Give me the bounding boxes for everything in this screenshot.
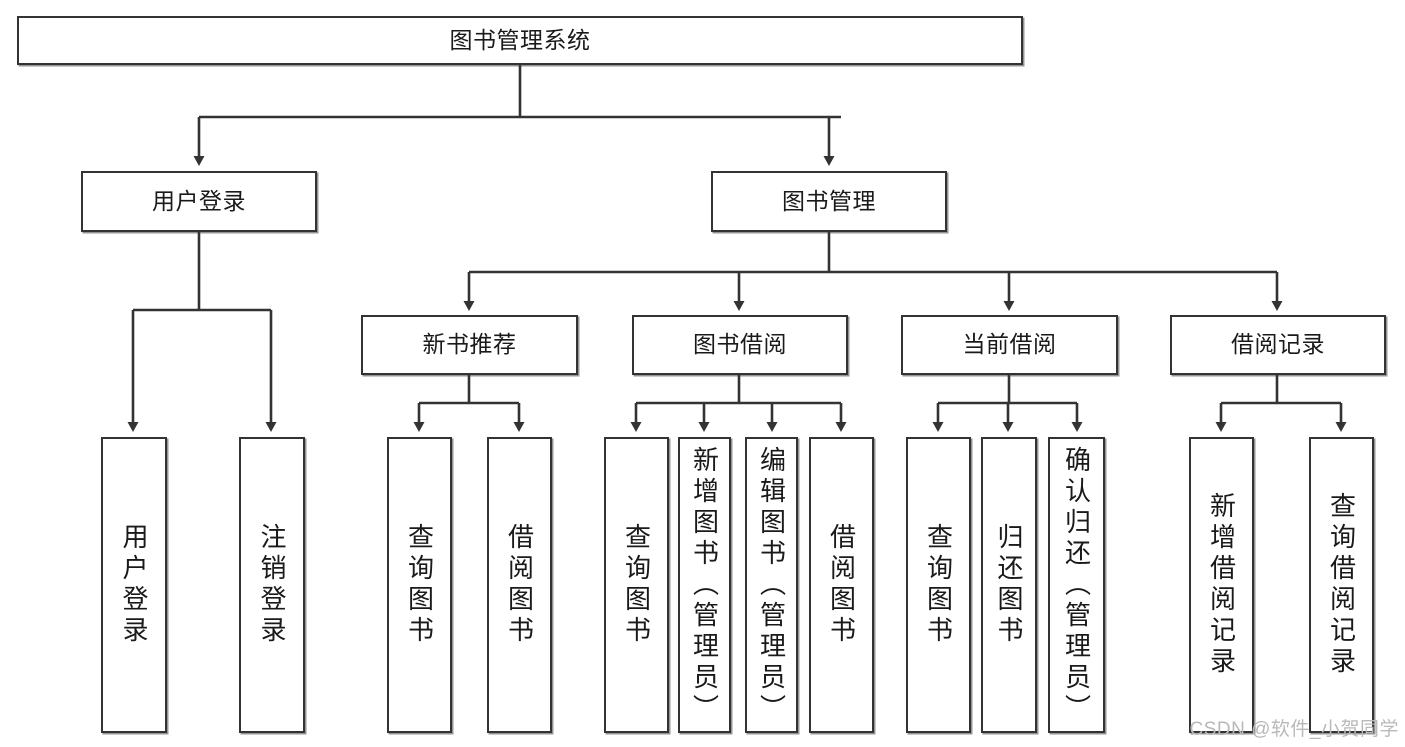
leaf-return-book[interactable]: 归还图书 (981, 437, 1037, 733)
node-label: 归还图书 (994, 523, 1024, 647)
csdn-watermark: CSDN @软件_小贺同学 (1189, 719, 1399, 740)
node-label: 借阅图书 (504, 523, 535, 647)
node-label: 查询图书 (923, 523, 954, 647)
node-borrow-record[interactable]: 借阅记录 (1170, 315, 1386, 375)
leaf-borrow-book-recommend[interactable]: 借阅图书 (487, 437, 552, 733)
node-label: 确认归还（管理员） (1061, 445, 1092, 725)
leaf-add-borrow-record[interactable]: 新增借阅记录 (1189, 437, 1254, 733)
node-label: 新书推荐 (422, 331, 517, 358)
leaf-query-borrow-record[interactable]: 查询借阅记录 (1309, 437, 1374, 733)
leaf-query-book-recommend[interactable]: 查询图书 (387, 437, 452, 733)
leaf-confirm-return-admin[interactable]: 确认归还（管理员） (1048, 437, 1105, 733)
node-label: 用户登录 (152, 187, 246, 214)
leaf-add-book-admin[interactable]: 新增图书（管理员） (678, 437, 731, 733)
leaf-edit-book-admin[interactable]: 编辑图书（管理员） (745, 437, 798, 733)
leaf-query-book-borrow[interactable]: 查询图书 (604, 437, 669, 733)
node-label: 查询借阅记录 (1326, 492, 1357, 678)
node-label: 新增借阅记录 (1206, 492, 1237, 678)
leaf-logout-login[interactable]: 注销登录 (239, 437, 305, 733)
node-book-management[interactable]: 图书管理 (711, 171, 947, 232)
leaf-query-book-current[interactable]: 查询图书 (906, 437, 971, 733)
node-label: 编辑图书（管理员） (756, 445, 787, 725)
node-label: 图书管理 (782, 187, 876, 214)
node-new-book-recommend[interactable]: 新书推荐 (361, 315, 578, 375)
node-label: 图书管理系统 (449, 26, 591, 53)
node-book-borrow[interactable]: 图书借阅 (632, 315, 848, 375)
leaf-user-login[interactable]: 用户登录 (101, 437, 167, 733)
node-label: 借阅图书 (826, 523, 857, 647)
leaf-borrow-book[interactable]: 借阅图书 (809, 437, 874, 733)
node-book-management-system[interactable]: 图书管理系统 (17, 16, 1023, 65)
node-label: 查询图书 (621, 523, 652, 647)
node-label: 图书借阅 (693, 331, 787, 358)
node-label: 新增图书（管理员） (689, 445, 720, 725)
node-label: 注销登录 (257, 523, 287, 647)
node-label: 查询图书 (404, 523, 435, 647)
node-label: 借阅记录 (1231, 331, 1325, 358)
node-label: 当前借阅 (962, 331, 1057, 358)
node-user-login[interactable]: 用户登录 (81, 171, 317, 232)
node-current-borrow[interactable]: 当前借阅 (901, 315, 1118, 375)
node-label: 用户登录 (119, 523, 149, 647)
